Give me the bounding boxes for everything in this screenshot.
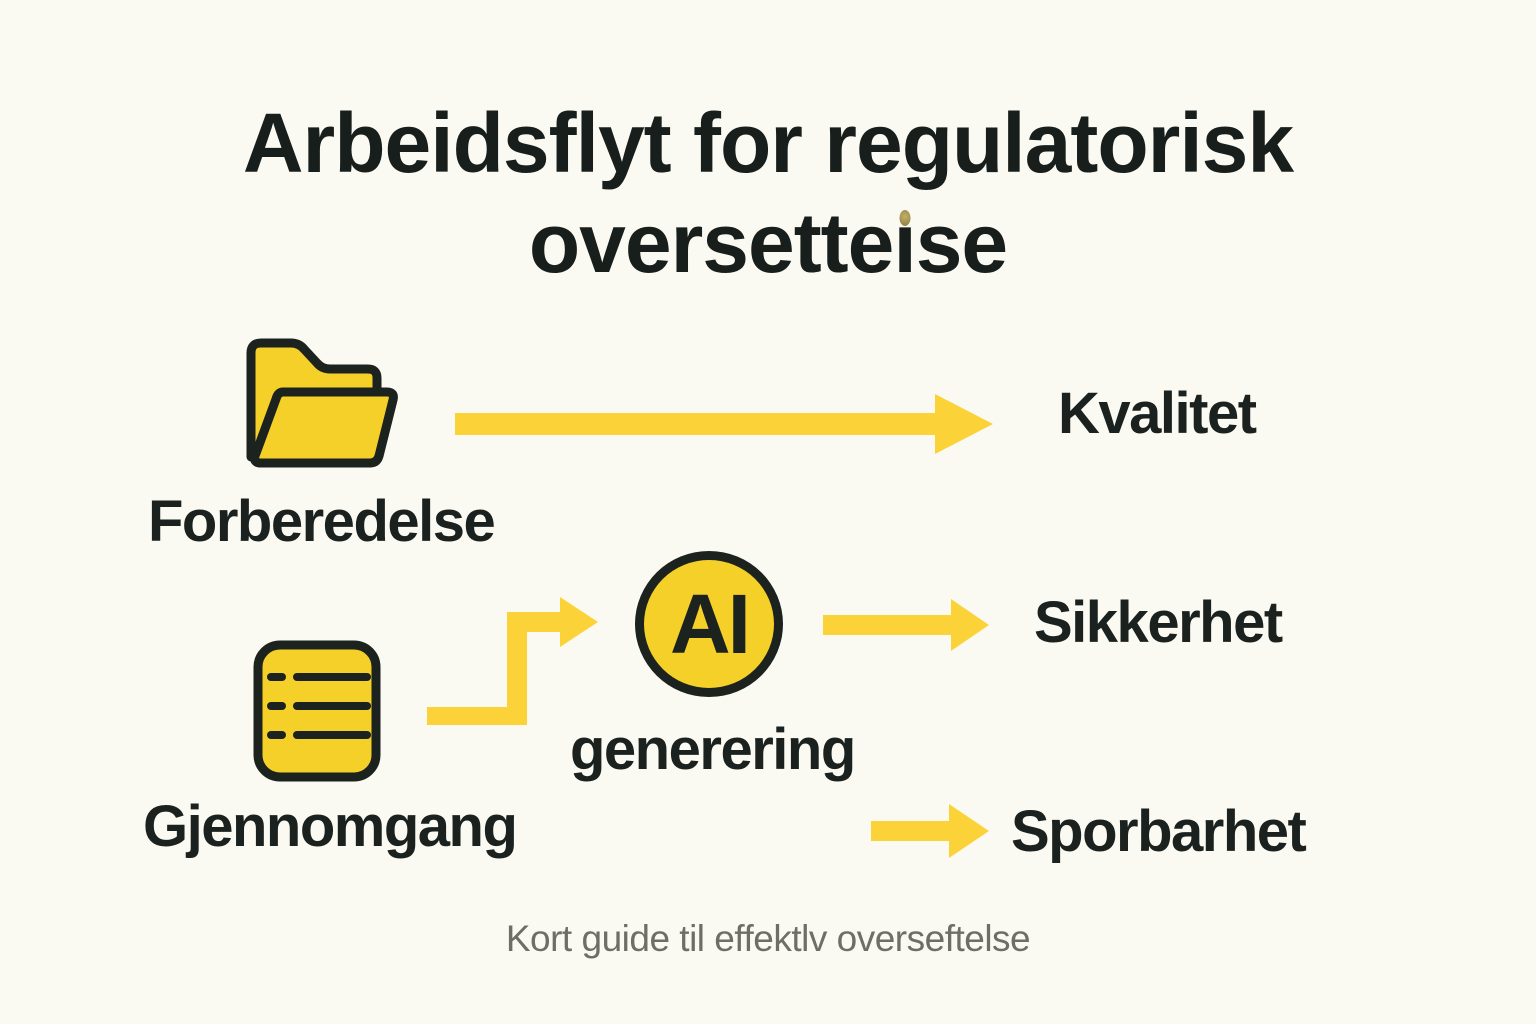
arrow-right-shape bbox=[823, 599, 989, 651]
title-line2-pre: oversette bbox=[528, 196, 895, 290]
outcome-label-sikkerhet: Sikkerhet bbox=[1034, 590, 1283, 655]
stepped-arrow-shape bbox=[427, 597, 598, 725]
title-dotless-i-gold-dot: ı bbox=[893, 193, 916, 293]
node-label-gjennomgang: Gjennomgang bbox=[143, 794, 518, 859]
node-label-generering: generering bbox=[570, 717, 856, 782]
arrow-ai-to-sikkerhet-icon bbox=[823, 599, 989, 651]
arrow-gjennomgang-to-ai-icon bbox=[427, 597, 598, 725]
arrow-to-sporbarhet-icon bbox=[871, 804, 989, 858]
footer-caption: Kort guide til effektlv overseftelse bbox=[505, 918, 1031, 959]
arrow-right-shape bbox=[455, 394, 993, 454]
arrow-forberedelse-to-kvalitet-icon bbox=[455, 394, 993, 454]
title-line2-post: se bbox=[915, 196, 1008, 290]
outcome-label-kvalitet: Kvalitet bbox=[1058, 381, 1257, 446]
page-title: Arbeidsflyt for regulatorisk oversetteıs… bbox=[0, 93, 1536, 293]
title-line-2: oversetteıse bbox=[0, 193, 1536, 293]
open-folder-icon bbox=[246, 338, 398, 468]
document-body-shape bbox=[253, 640, 381, 782]
arrow-right-shape bbox=[871, 804, 989, 858]
title-line-1: Arbeidsflyt for regulatorisk bbox=[242, 96, 1294, 190]
outcome-label-sporbarhet: Sporbarhet bbox=[1011, 799, 1307, 864]
document-text-lines bbox=[267, 673, 371, 739]
ai-badge-text: AI bbox=[670, 577, 751, 671]
document-list-icon bbox=[253, 640, 381, 782]
node-label-forberedelse: Forberedelse bbox=[148, 489, 496, 554]
ai-circle-icon: AI bbox=[635, 551, 783, 697]
folder-front-shape bbox=[250, 387, 398, 468]
